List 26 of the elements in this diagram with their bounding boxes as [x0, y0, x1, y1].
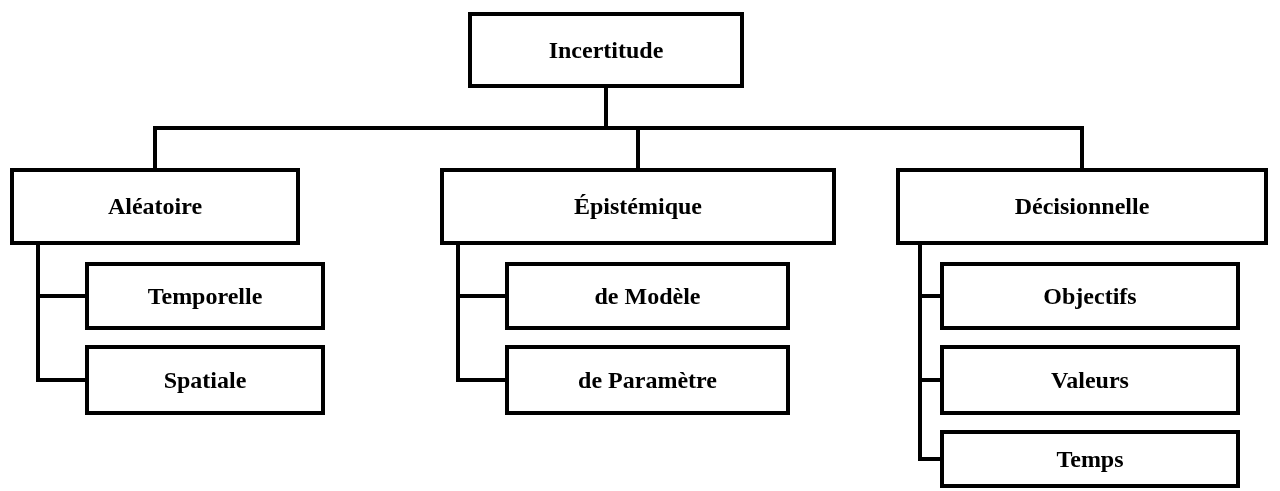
category-box: [940, 345, 1240, 415]
category-box: [85, 262, 325, 330]
category-box: [85, 345, 325, 415]
connector-line: [456, 245, 505, 382]
box-label: de Paramètre: [578, 366, 717, 394]
box-label: Décisionnelle: [1014, 193, 1150, 220]
category-box: [940, 430, 1240, 488]
connector-line: [36, 245, 85, 382]
category-box: [505, 345, 790, 415]
box-label: Incertitude: [548, 36, 664, 64]
category-box: [896, 168, 1268, 245]
box-label: Temps: [1056, 445, 1124, 473]
category-box: [468, 12, 744, 88]
connector-line: [604, 88, 1084, 168]
category-box: [440, 168, 836, 245]
box-label: Spatiale: [163, 366, 247, 394]
box-label: Valeurs: [1051, 366, 1129, 394]
box-label: Objectifs: [1043, 282, 1137, 310]
category-box: [940, 262, 1240, 330]
category-box: [10, 168, 300, 245]
connector-line: [918, 245, 940, 461]
box-label: de Modèle: [594, 282, 701, 310]
box-label: Épistémique: [574, 193, 702, 220]
box-label: Temporelle: [147, 282, 263, 310]
box-label: Aléatoire: [107, 193, 203, 220]
category-box: [505, 262, 790, 330]
